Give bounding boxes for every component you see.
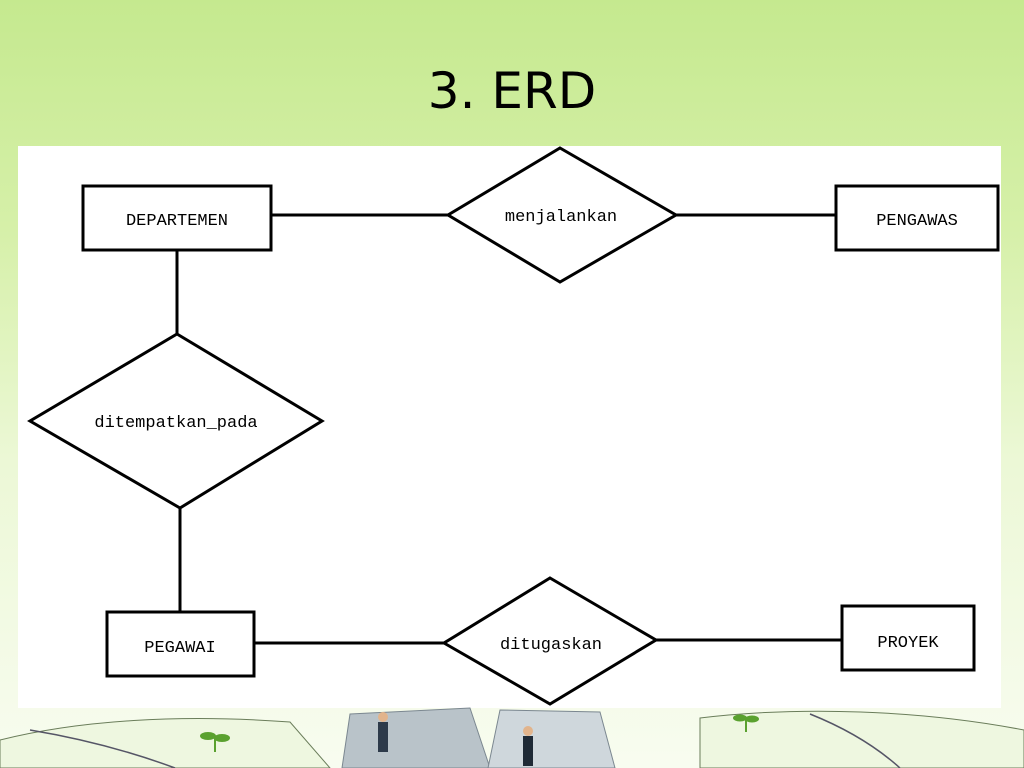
- footer-path-curve-right: [809, 713, 901, 768]
- footer-key-right: [487, 709, 616, 768]
- entity-pegawai-label: PEGAWAI: [144, 639, 215, 658]
- erd-diagram: DEPARTEMEN PENGAWAS PEGAWAI PROYEK menja…: [27, 146, 1000, 706]
- entity-pegawai: [105, 610, 256, 678]
- entity-proyek: [840, 604, 976, 672]
- footer-decoration: [0, 707, 1024, 768]
- erd-canvas: DEPARTEMEN PENGAWAS PEGAWAI PROYEK menja…: [18, 146, 1001, 708]
- relationship-menjalankan-label: menjalankan: [505, 208, 617, 227]
- sprout-icon: [200, 714, 759, 742]
- person-head-icon: [378, 712, 388, 722]
- relationship-ditugaskan-label: ditugaskan: [500, 636, 602, 655]
- slide-title: 3. ERD: [427, 62, 597, 120]
- entity-departemen-label: DEPARTEMEN: [126, 212, 228, 231]
- footer-ground-left: [0, 718, 331, 768]
- relationship-menjalankan: [445, 146, 679, 284]
- person-figure-icon: [378, 722, 388, 752]
- relationship-ditugaskan: [441, 576, 659, 706]
- relationship-ditempatkan-pada-label: ditempatkan_pada: [94, 414, 257, 433]
- entity-proyek-label: PROYEK: [877, 634, 939, 653]
- footer-path-curve-left: [29, 729, 176, 768]
- footer-key-left: [341, 707, 491, 768]
- entity-pengawas-label: PENGAWAS: [876, 212, 958, 231]
- businessman-figure-icon: [523, 736, 533, 766]
- entity-departemen: [81, 184, 273, 252]
- entity-pengawas: [834, 184, 1000, 252]
- businessman-head-icon: [523, 726, 533, 736]
- relationship-ditempatkan-pada: [27, 332, 325, 510]
